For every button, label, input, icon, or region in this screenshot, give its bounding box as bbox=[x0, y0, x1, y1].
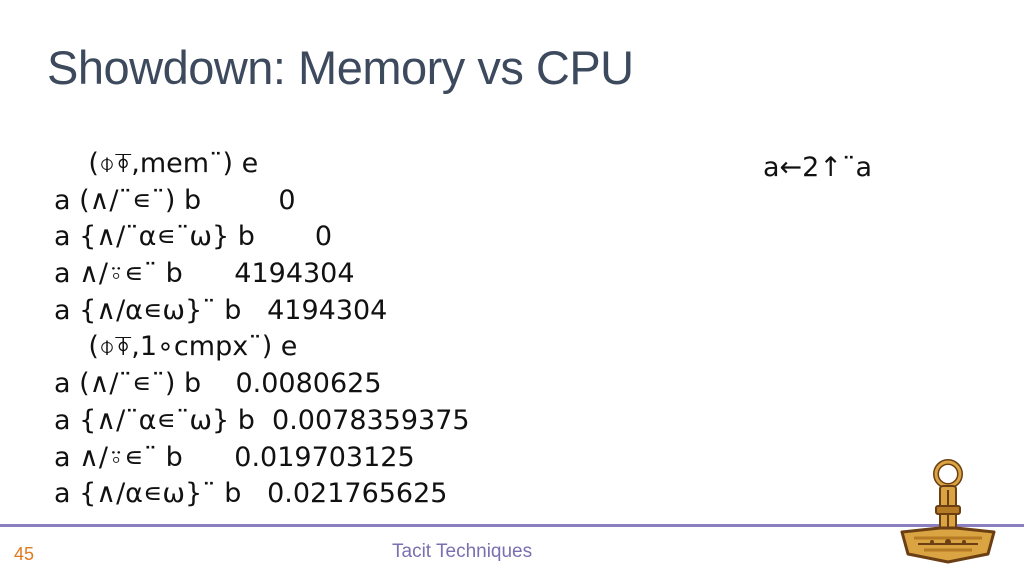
footer-divider bbox=[0, 524, 1024, 527]
ornate-axe-logo-icon bbox=[900, 459, 996, 564]
code-line: (⌽⍕,1∘cmpx¨) e bbox=[54, 331, 298, 363]
side-code: a←2↑¨a bbox=[763, 152, 873, 183]
code-line: a {∧/α∊ω}¨ b 4194304 bbox=[54, 294, 388, 326]
code-line: (⌽⍕,mem¨) e bbox=[54, 148, 259, 179]
code-line: a {∧/α∊ω}¨ b 0.021765625 bbox=[54, 478, 448, 510]
code-line: a {∧/¨α∊¨ω} b 0 bbox=[54, 221, 333, 253]
page-number: 45 bbox=[14, 544, 35, 564]
code-line: a {∧/¨α∊¨ω} b 0.0078359375 bbox=[54, 404, 470, 436]
code-block: (⌽⍕,mem¨) e a (∧/¨∊¨) b 0 a {∧/¨α∊¨ω} b … bbox=[54, 146, 470, 513]
code-line: a (∧/¨∊¨) b 0.0080625 bbox=[54, 368, 382, 400]
code-line: a (∧/¨∊¨) b 0 bbox=[54, 184, 296, 216]
code-line: a ∧/⍤∊¨ b 0.019703125 bbox=[54, 441, 415, 473]
footer-title: Tacit Techniques bbox=[392, 541, 533, 562]
code-line: a ∧/⍤∊¨ b 4194304 bbox=[54, 258, 355, 290]
slide-title: Showdown: Memory vs CPU bbox=[47, 41, 634, 94]
